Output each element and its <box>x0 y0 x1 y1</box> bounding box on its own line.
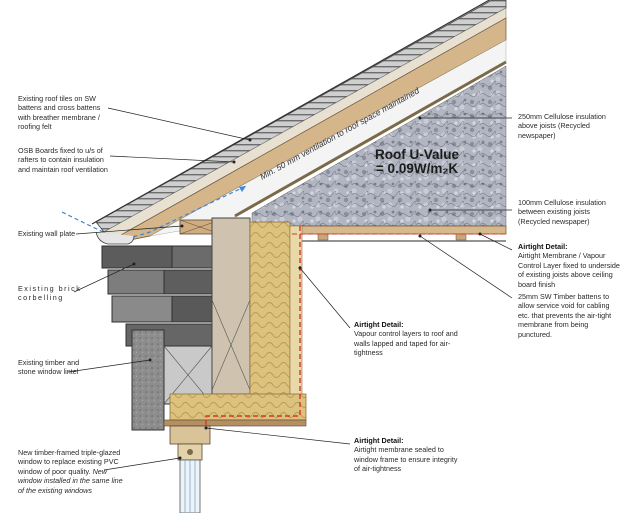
sill-board <box>163 419 307 427</box>
leader-lines <box>67 107 513 471</box>
u-value-line1: Roof U-Value <box>374 147 459 162</box>
airtight-mid-text: Vapour control layers to roof and walls … <box>354 329 458 358</box>
roof-tiles <box>95 0 507 233</box>
label-window-note: New window installed in the same line of… <box>18 466 123 495</box>
osb-board <box>234 60 507 218</box>
airtight-bottom-text: Airtight membrane sealed to window frame… <box>354 445 458 474</box>
airtight-line <box>205 226 301 428</box>
label-roof-tiles: Existing roof tiles on SW battens and cr… <box>18 94 101 132</box>
wall-frame <box>211 217 251 395</box>
brick-corbelling <box>101 245 213 347</box>
label-airtight-mid: Airtight Detail: Vapour control layers t… <box>354 320 464 358</box>
label-battens: 25mm SW Timber battens to allow service … <box>518 292 612 339</box>
label-airtight-bottom: Airtight Detail: Airtight membrane seale… <box>354 436 464 474</box>
airtight-right-text: Airtight Membrane / Vapour Control Layer… <box>518 251 620 289</box>
wall-insulation <box>249 221 291 399</box>
airtight-right-title: Airtight Detail: <box>518 242 568 251</box>
label-wall-plate: Existing wall plate <box>18 229 76 238</box>
window-frame <box>169 425 211 513</box>
cellulose-loops <box>252 66 506 226</box>
label-airtight-right: Airtight Detail: Airtight Membrane / Vap… <box>518 242 620 289</box>
label-window-main: New timber-framed triple-glazed window t… <box>18 448 121 476</box>
gutter <box>95 231 135 245</box>
tile-edge-line <box>91 0 491 225</box>
ceiling-batten-1 <box>317 233 329 241</box>
label-osb-boards: OSB Boards fixed to u/s of rafters to co… <box>18 146 108 174</box>
stud-x2 <box>211 299 251 391</box>
label-window: New timber-framed triple-glazed window t… <box>18 448 124 495</box>
u-value-label: Roof U-Value = 0.09W/m₂K <box>372 148 462 176</box>
u-value-line2: = 0.09W/m₂K <box>375 161 459 176</box>
label-cellulose-250: 250mm Cellulose insulation above joists … <box>518 112 606 140</box>
ventilation-path <box>61 185 247 238</box>
airtight-bottom-title: Airtight Detail: <box>354 436 404 445</box>
label-brick-corbelling: Existing brick corbelling <box>18 284 82 303</box>
ceiling-batten-2 <box>455 233 467 241</box>
window-lintel <box>131 329 165 431</box>
label-lintel: Existing timber and stone window lintel <box>18 358 80 377</box>
ventilation-arrow <box>239 186 246 192</box>
leader-dots <box>132 116 482 460</box>
airtight-mid-title: Airtight Detail: <box>354 320 404 329</box>
label-cellulose-100: 100mm Cellulose insulation between exist… <box>518 198 606 226</box>
